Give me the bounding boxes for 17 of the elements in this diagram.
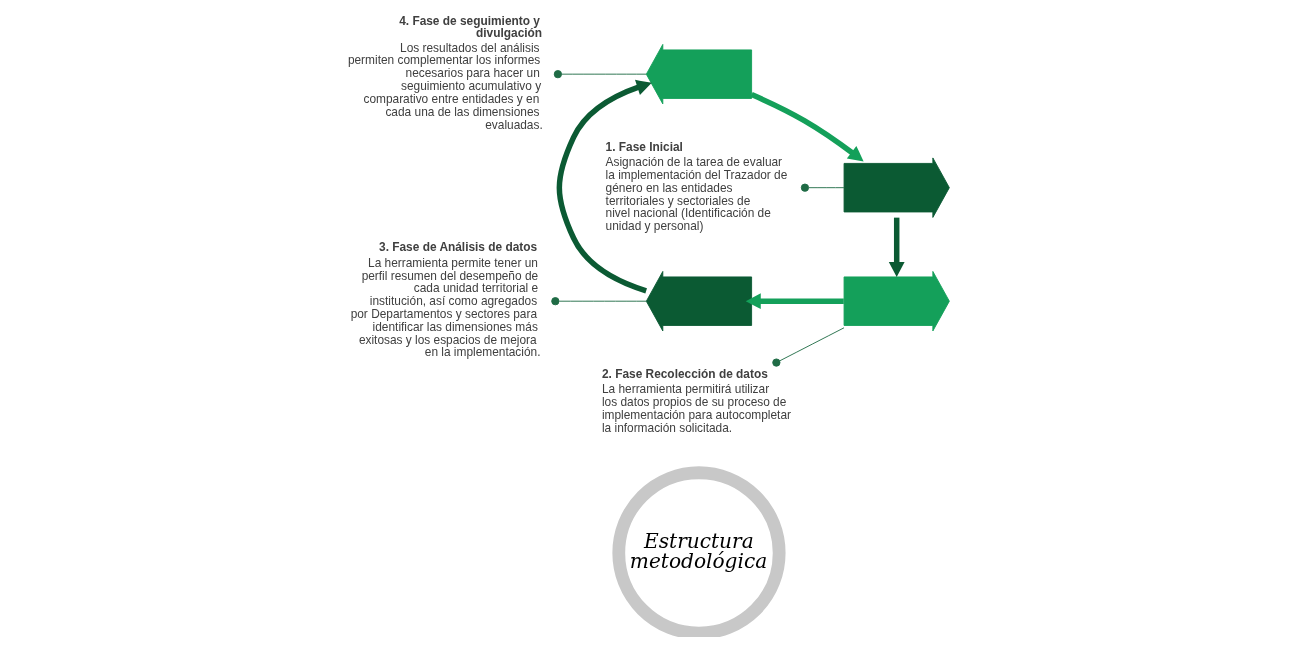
arrow [750, 92, 864, 162]
arrow [745, 293, 844, 310]
node-arrow [645, 271, 753, 332]
node-arrow [645, 43, 753, 105]
connector [553, 70, 647, 79]
node-arrow [843, 157, 950, 218]
node-circle: Estructura metodológica [612, 466, 786, 637]
node-text: 2. Fase Recolección de datos La herramienta permitirá utilizar los datos propios de su proceso de implementación para autocompletar la información solicitada. [601, 366, 791, 435]
node-text: 1. Fase Inicial Asignación de la tarea de evaluar la implementación del Trazador de género en las entidades territoriales y sectoriales de nivel nacional (Identificación de unidad y personal) [605, 139, 788, 234]
node-text: 3. Fase de Análisis de datos La herramienta permite tener un perfil resumen del desempeño de cada unidad territorial e institución, así como agregados por Departamentos y sectores para identificar las dimensiones más exitosas y los espacios de mejora en la implementación. [350, 240, 541, 360]
node-text: 4. Fase de seguimiento y divulgación Los resultados del análisis permiten complementar los informes necesarios para hacer un seguimiento acumulativo y comparativo entre entidades y en cada una de las dimensiones evaluadas. [347, 14, 543, 132]
connector [551, 297, 647, 306]
connector [800, 183, 845, 192]
connector [772, 327, 845, 367]
node-arrow [843, 271, 950, 332]
arrow [888, 217, 905, 277]
arrow [556, 79, 652, 294]
